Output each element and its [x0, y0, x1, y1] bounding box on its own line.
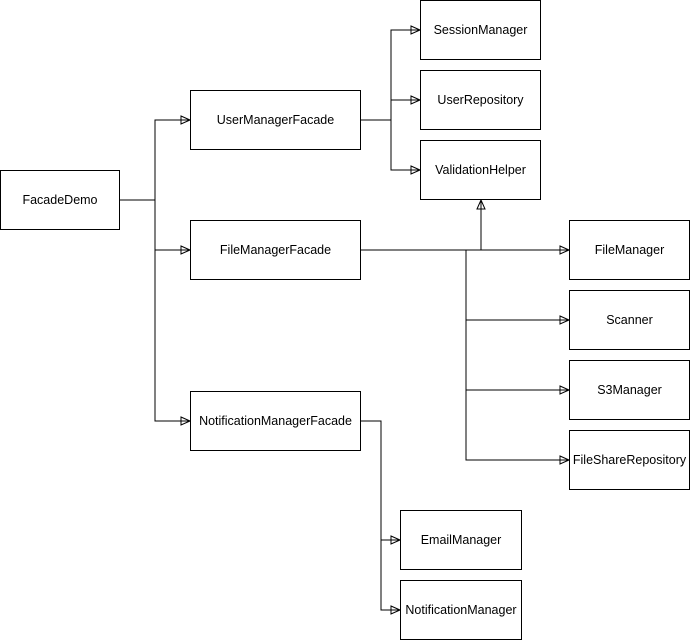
node-file-share-repository: FileShareRepository	[569, 430, 690, 490]
node-label: Scanner	[606, 312, 653, 327]
node-label: FacadeDemo	[22, 192, 98, 207]
node-file-manager-facade: FileManagerFacade	[190, 220, 361, 280]
node-label: UserRepository	[437, 92, 524, 107]
edge-usermanagerfacade-validationhelper	[361, 119, 420, 170]
node-notification-manager-facade: NotificationManagerFacade	[190, 391, 361, 451]
node-file-manager: FileManager	[569, 220, 690, 280]
node-validation-helper: ValidationHelper	[420, 140, 541, 200]
edge-notificationmanagerfacade-notificationmanager	[361, 420, 400, 610]
node-label: FileManagerFacade	[219, 242, 332, 257]
node-label: SessionManager	[433, 22, 528, 37]
node-user-repository: UserRepository	[420, 70, 541, 130]
node-label: FileShareRepository	[572, 452, 687, 467]
node-email-manager: EmailManager	[400, 510, 522, 570]
node-scanner: Scanner	[569, 290, 690, 350]
node-facade-demo: FacadeDemo	[0, 170, 120, 230]
node-user-manager-facade: UserManagerFacade	[190, 90, 361, 150]
node-s3-manager: S3Manager	[569, 360, 690, 420]
node-label: ValidationHelper	[435, 162, 526, 177]
edge-usermanagerfacade-userrepository	[361, 100, 420, 121]
node-label: FileManager	[594, 242, 665, 257]
edge-filemanagerfacade-scanner	[361, 249, 569, 320]
edge-facadedemo-notificationmanagerfacade	[120, 199, 190, 421]
node-label: EmailManager	[420, 532, 502, 547]
node-label: NotificationManager	[405, 602, 517, 617]
edge-facadedemo-usermanagerfacade	[120, 120, 190, 201]
node-label: S3Manager	[597, 382, 662, 397]
edge-filemanagerfacade-filesharerepository	[361, 249, 569, 460]
node-session-manager: SessionManager	[420, 0, 541, 60]
node-label: NotificationManagerFacade	[199, 413, 352, 428]
node-notification-manager: NotificationManager	[400, 580, 522, 640]
node-label: UserManagerFacade	[216, 112, 335, 127]
